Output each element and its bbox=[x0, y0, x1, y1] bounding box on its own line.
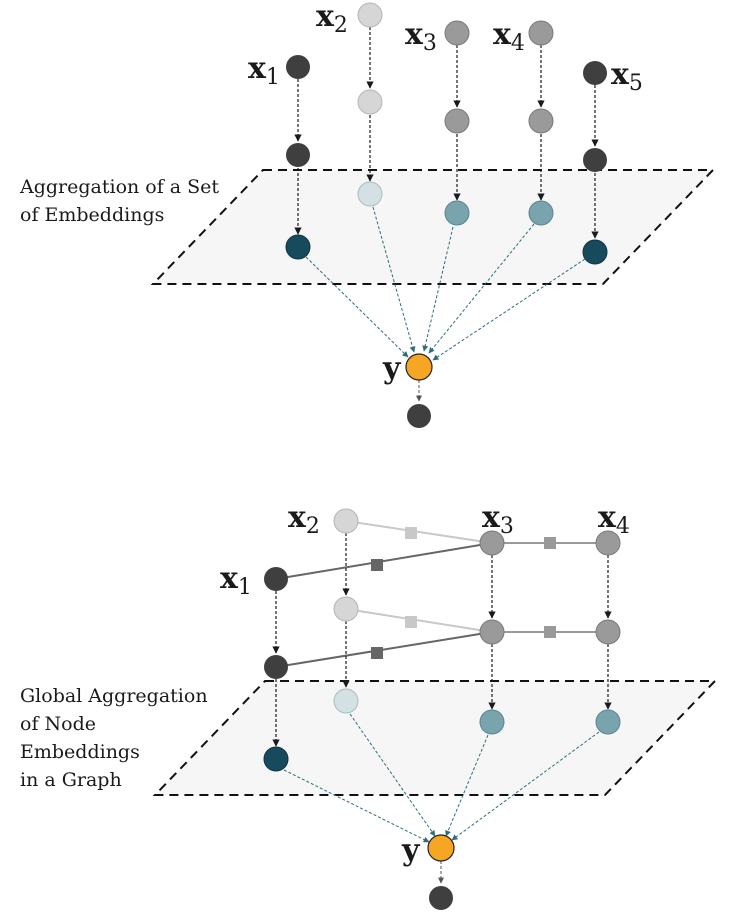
bottom-node-y-output bbox=[427, 834, 455, 862]
top-node-x5-hidden bbox=[583, 148, 607, 172]
bottom-node-x3-input bbox=[479, 530, 505, 556]
top-agg-arrow-2 bbox=[372, 206, 416, 353]
bottom-edge-l1-x2-x3-message bbox=[405, 527, 417, 539]
bottom-caption-line-3: Embeddings bbox=[20, 741, 140, 763]
bottom-edge-l1-x2-x3 bbox=[345, 520, 493, 544]
top-aggregation-plane bbox=[150, 169, 716, 285]
bottom-node-x2-embed bbox=[333, 688, 359, 714]
bottom-node-x4-input bbox=[595, 530, 621, 556]
bottom-node-x2-input bbox=[333, 508, 359, 534]
bottom-node-x1-hidden bbox=[264, 655, 288, 679]
bottom-caption-line-1: Global Aggregation bbox=[20, 685, 208, 707]
top-node-x2-hidden bbox=[357, 89, 383, 115]
bottom-node-readout bbox=[429, 886, 453, 910]
bottom-node-x3-embed bbox=[479, 709, 505, 735]
top-label-y: y bbox=[382, 351, 402, 386]
bottom-caption-line-4: in a Graph bbox=[20, 769, 122, 791]
top-node-x1-hidden bbox=[286, 143, 310, 167]
top-node-x5-input bbox=[583, 61, 607, 85]
top-node-x3-embed bbox=[444, 200, 470, 226]
top-node-x4-input bbox=[528, 20, 554, 46]
top-agg-arrow-5 bbox=[432, 258, 586, 361]
bottom-edge-l1-x1-x3 bbox=[275, 542, 493, 580]
bottom-edge-l2-x2-x3 bbox=[345, 608, 493, 633]
bottom-edge-l1-x3-x4-message bbox=[544, 537, 556, 549]
bottom-label-x3: x3 bbox=[482, 500, 514, 539]
bottom-node-x1-embed bbox=[263, 746, 289, 772]
top-node-y-output bbox=[405, 353, 433, 381]
top-agg-arrow-3 bbox=[422, 226, 454, 352]
top-node-x4-embed bbox=[528, 200, 554, 226]
top-node-x1-input bbox=[286, 55, 310, 79]
bottom-label-y: y bbox=[401, 833, 421, 868]
top-node-x1-embed bbox=[285, 234, 311, 260]
top-node-x2-embed bbox=[357, 181, 383, 207]
top-node-x2-input bbox=[357, 2, 383, 28]
top-node-x3-input bbox=[444, 20, 470, 46]
top-panel: Aggregation of a Set of Embeddings bbox=[19, 0, 716, 428]
bottom-label-x2: x2 bbox=[288, 500, 320, 539]
bottom-node-x1-input bbox=[264, 567, 288, 591]
bottom-label-x1: x1 bbox=[220, 561, 252, 600]
bottom-agg-arrow-1 bbox=[283, 769, 430, 843]
bottom-panel: Global Aggregation of Node Embeddings in… bbox=[20, 500, 718, 910]
bottom-node-x3-hidden bbox=[479, 619, 505, 645]
top-label-x3: x3 bbox=[405, 17, 437, 56]
top-node-x3-hidden bbox=[444, 108, 470, 134]
bottom-edge-l1-x1-x3-message bbox=[371, 559, 383, 571]
top-caption-line-2: of Embeddings bbox=[20, 204, 164, 226]
top-node-x4-hidden bbox=[528, 108, 554, 134]
top-label-x4: x4 bbox=[493, 17, 525, 56]
top-label-x2: x2 bbox=[316, 0, 348, 38]
bottom-node-x2-hidden bbox=[333, 596, 359, 622]
bottom-aggregation-plane bbox=[152, 680, 718, 796]
top-label-x5: x5 bbox=[611, 57, 643, 96]
top-agg-arrow-1 bbox=[305, 256, 409, 358]
top-label-x1: x1 bbox=[248, 51, 280, 90]
bottom-edge-l2-x3-x4-message bbox=[544, 626, 556, 638]
top-node-x5-embed bbox=[582, 239, 608, 265]
bottom-label-x4: x4 bbox=[598, 500, 630, 539]
bottom-node-x4-embed bbox=[595, 709, 621, 735]
bottom-edge-l2-x1-x3-message bbox=[371, 647, 383, 659]
bottom-agg-arrow-3 bbox=[445, 734, 489, 837]
bottom-edge-l2-x2-x3-message bbox=[405, 616, 417, 628]
bottom-agg-arrow-4 bbox=[451, 731, 600, 841]
top-agg-arrow-4 bbox=[428, 223, 535, 354]
top-node-readout bbox=[407, 404, 431, 428]
bottom-node-x4-hidden bbox=[595, 619, 621, 645]
bottom-caption-line-2: of Node bbox=[20, 713, 96, 735]
bottom-edge-l2-x1-x3 bbox=[275, 631, 493, 668]
top-caption-line-1: Aggregation of a Set bbox=[19, 176, 219, 198]
